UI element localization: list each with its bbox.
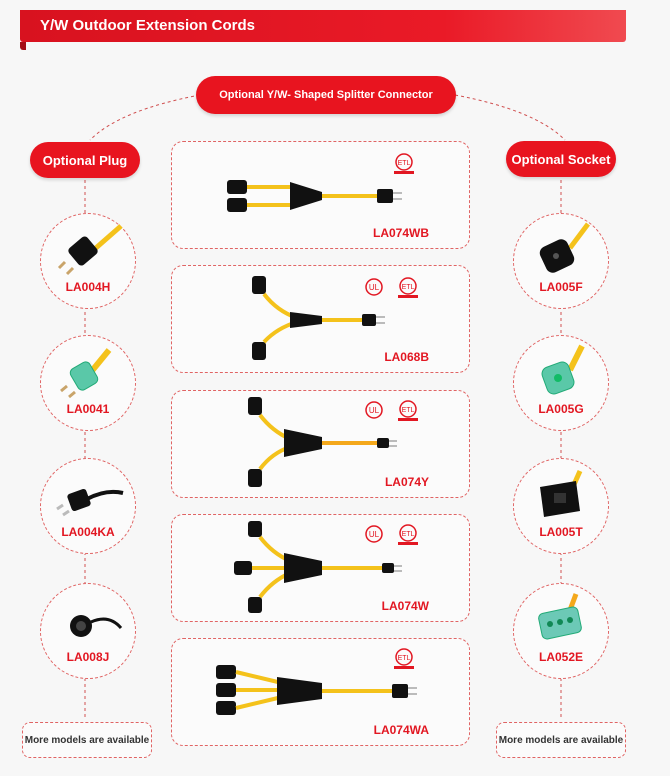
- socket-section-label-text: Optional Socket: [511, 151, 611, 167]
- more-plug-models-text: More models are available: [24, 734, 150, 746]
- socket-image: [538, 593, 582, 640]
- socket-model-label: LA005T: [539, 525, 583, 539]
- plug-model-label: LA008J: [66, 650, 110, 664]
- plug-model-label: LA0041: [66, 402, 110, 416]
- plug-card-la0041[interactable]: LA0041: [40, 335, 136, 431]
- socket-model-label: LA005G: [538, 402, 584, 416]
- plug-image: [60, 348, 112, 399]
- splitter-la074w-image: [234, 521, 402, 613]
- svg-text:UL: UL: [369, 530, 380, 539]
- splitter-model-label: LA068B: [384, 350, 429, 364]
- ul-certification-icon: UL: [365, 525, 383, 543]
- splitter-section-label: Optional Y/W- Shaped Splitter Connector: [196, 76, 456, 114]
- svg-text:ETL: ETL: [402, 531, 415, 538]
- splitter-model-label: LA074W: [381, 599, 429, 613]
- plug-image: [56, 488, 124, 517]
- splitter-card-la074y[interactable]: UL ETL LA074Y: [171, 390, 470, 498]
- ul-certification-icon: UL: [365, 278, 383, 296]
- svg-text:ETL: ETL: [398, 160, 411, 167]
- plug-card-la008j[interactable]: LA008J: [40, 583, 136, 679]
- page-header-banner: Y/W Outdoor Extension Cords: [20, 10, 626, 50]
- page-title: Y/W Outdoor Extension Cords: [40, 17, 256, 34]
- socket-card-la005f[interactable]: LA005F: [513, 213, 609, 309]
- socket-card-la052e[interactable]: LA052E: [513, 583, 609, 679]
- more-plug-models-link[interactable]: More models are available: [22, 722, 152, 758]
- svg-text:ETL: ETL: [402, 284, 415, 291]
- socket-model-label: LA005F: [539, 280, 583, 294]
- socket-model-label: LA052E: [538, 650, 584, 664]
- etl-certification-icon: ETL: [398, 524, 418, 545]
- splitter-la074y-image: [248, 397, 397, 487]
- svg-text:UL: UL: [369, 406, 380, 415]
- etl-certification-icon: ETL: [394, 648, 414, 669]
- splitter-la074wb-image: [227, 180, 402, 212]
- socket-card-la005t[interactable]: LA005T: [513, 458, 609, 554]
- splitter-section-label-text: Optional Y/W- Shaped Splitter Connector: [219, 89, 433, 101]
- socket-section-label: Optional Socket: [506, 141, 616, 177]
- ul-certification-icon: UL: [365, 401, 383, 419]
- etl-certification-icon: ETL: [394, 153, 414, 174]
- splitter-card-la074wb[interactable]: ETL LA074WB: [171, 141, 470, 249]
- splitter-la068b-image: [252, 276, 385, 360]
- socket-image: [540, 469, 583, 517]
- etl-certification-icon: ETL: [398, 400, 418, 421]
- socket-image: [539, 222, 590, 273]
- etl-certification-icon: ETL: [398, 277, 418, 298]
- splitter-model-label: LA074WB: [372, 226, 429, 240]
- svg-text:UL: UL: [369, 283, 380, 292]
- plug-image: [70, 615, 123, 637]
- plug-card-la004ka[interactable]: LA004KA: [40, 458, 136, 554]
- plug-card-la004h[interactable]: LA004H: [40, 213, 136, 309]
- more-socket-models-link[interactable]: More models are available: [496, 722, 626, 758]
- plug-model-label: LA004KA: [61, 525, 115, 539]
- svg-text:ETL: ETL: [402, 407, 415, 414]
- splitter-card-la068b[interactable]: UL ETL LA068B: [171, 265, 470, 373]
- splitter-card-la074w[interactable]: UL ETL LA074W: [171, 514, 470, 622]
- socket-image: [541, 344, 585, 395]
- splitter-model-label: LA074Y: [384, 475, 429, 489]
- svg-text:ETL: ETL: [398, 655, 411, 662]
- plug-section-label-text: Optional Plug: [42, 152, 128, 168]
- more-socket-models-text: More models are available: [498, 734, 624, 746]
- plug-section-label: Optional Plug: [30, 142, 140, 178]
- splitter-model-label: LA074WA: [373, 723, 429, 737]
- plug-image: [57, 224, 123, 276]
- socket-card-la005g[interactable]: LA005G: [513, 335, 609, 431]
- splitter-la074wa-image: [216, 665, 417, 715]
- plug-model-label: LA004H: [65, 280, 111, 294]
- splitter-card-la074wa[interactable]: ETL LA074WA: [171, 638, 470, 746]
